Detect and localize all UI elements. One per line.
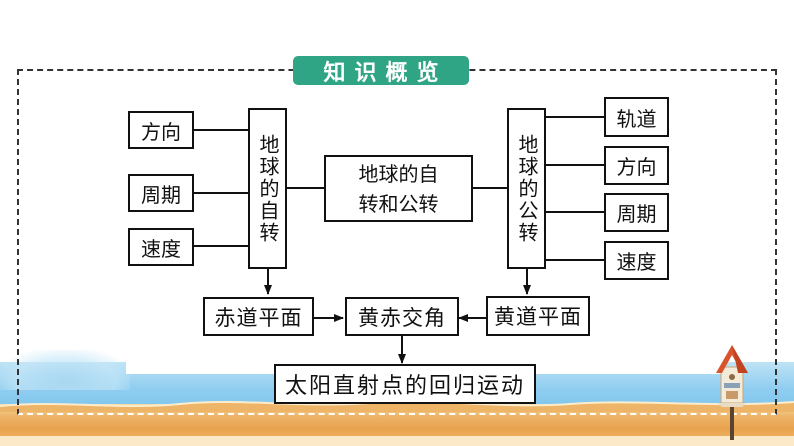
equatorial-plane-label: 赤道平面 [214, 305, 303, 330]
rotation-period-label: 周期 [141, 182, 181, 207]
ecliptic-plane-box: 黄道平面 [486, 296, 590, 336]
section-title-badge: 知识概览 [293, 56, 469, 86]
result-box: 太阳直射点的回归运动 [274, 364, 536, 404]
rotation-direction-label: 方向 [141, 119, 181, 144]
ecliptic-plane-label: 黄道平面 [494, 305, 582, 329]
obliquity-label: 黄赤交角 [358, 305, 446, 330]
revolution-period-box: 周期 [604, 193, 669, 232]
rotation-period-box: 周期 [128, 174, 194, 212]
obliquity-box: 黄赤交角 [345, 297, 459, 336]
equatorial-plane-box: 赤道平面 [203, 297, 314, 336]
revolution-speed-box: 速度 [604, 241, 669, 280]
revolution-period-label: 周期 [616, 202, 657, 226]
birdhouse-post [730, 400, 734, 440]
revolution-direction-box: 方向 [604, 146, 669, 185]
birdhouse-decoration [716, 345, 748, 440]
revolution-direction-label: 方向 [616, 155, 657, 179]
birdhouse-hole [729, 374, 735, 380]
earth-revolution-box: 地球的公转 [507, 108, 546, 269]
sea-mist [0, 350, 130, 390]
center-label-line2: 转和公转 [358, 191, 439, 216]
earth-rotation-box: 地球的自转 [248, 108, 287, 269]
revolution-speed-label: 速度 [616, 250, 657, 274]
revolution-orbit-label: 轨道 [616, 106, 657, 131]
section-title: 知识概览 [323, 60, 448, 86]
center-label-line1: 地球的自 [358, 161, 439, 186]
sand-edge [0, 436, 794, 446]
earth-revolution-label: 地球的公转 [515, 133, 539, 244]
rotation-speed-box: 速度 [128, 228, 194, 266]
result-label: 太阳直射点的回归运动 [284, 374, 525, 399]
earth-rotation-label: 地球的自转 [256, 133, 280, 244]
rotation-speed-label: 速度 [141, 236, 181, 261]
revolution-orbit-box: 轨道 [604, 97, 669, 137]
rotation-revolution-box: 地球的自 转和公转 [324, 155, 473, 222]
rotation-direction-box: 方向 [128, 111, 194, 149]
